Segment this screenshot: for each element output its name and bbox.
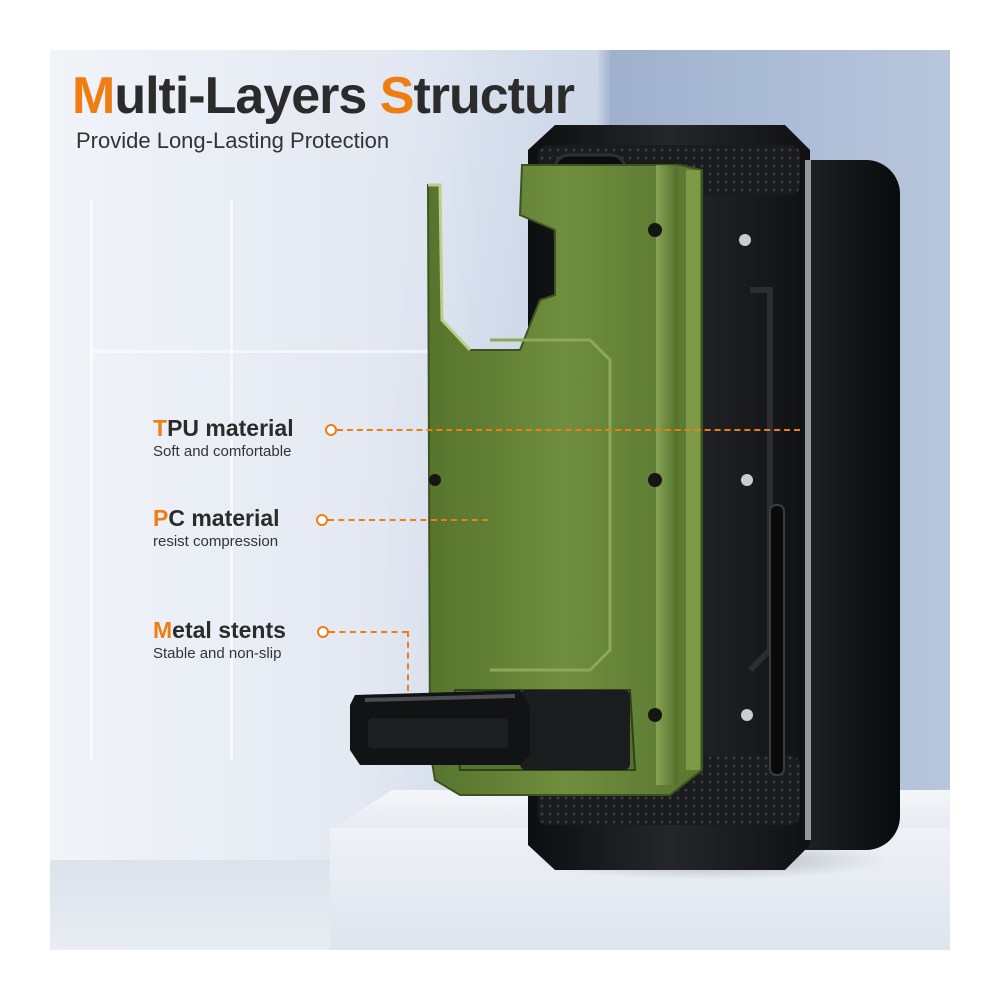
feature-name: etal stents xyxy=(172,617,286,643)
callout-dot xyxy=(325,424,337,436)
callout-leader xyxy=(328,519,488,521)
callout-leader xyxy=(337,429,800,431)
headline-part: S xyxy=(379,67,415,125)
subheadline: Provide Long-Lasting Protection xyxy=(76,128,390,153)
callout-dot xyxy=(316,514,328,526)
headline-part: tructur xyxy=(413,67,575,125)
product-banner: Multi-Layers Structur Provide Long-Lasti… xyxy=(50,50,950,950)
window-frame xyxy=(90,200,93,760)
headline-part: M xyxy=(72,67,115,125)
feature-name: PU material xyxy=(167,415,294,441)
headline-part: ulti-Layers xyxy=(114,67,380,125)
feature-pc: PC material resist compression xyxy=(153,507,280,551)
feature-initial: M xyxy=(153,617,173,643)
feature-name: C material xyxy=(168,505,280,531)
feature-title: TPU material xyxy=(153,417,294,440)
feature-desc: Stable and non-slip xyxy=(153,645,282,662)
headline: Multi-Layers Structur xyxy=(72,67,575,125)
feature-desc: resist compression xyxy=(153,533,279,550)
feature-title: PC material xyxy=(153,507,280,530)
window-frame xyxy=(230,200,233,760)
metal-stent xyxy=(350,690,530,765)
callout-dot xyxy=(317,626,329,638)
feature-desc: Soft and comfortable xyxy=(153,443,292,460)
window-frame xyxy=(90,350,470,353)
phone-case-illustration xyxy=(350,125,900,870)
feature-title: Metal stents xyxy=(153,619,286,642)
callout-leader xyxy=(407,631,409,691)
feature-initial: P xyxy=(153,505,169,531)
feature-initial: T xyxy=(153,415,168,441)
feature-tpu: TPU material Soft and comfortable xyxy=(153,417,294,461)
feature-metal-stent: Metal stents Stable and non-slip xyxy=(153,619,286,663)
callout-leader xyxy=(329,631,408,633)
